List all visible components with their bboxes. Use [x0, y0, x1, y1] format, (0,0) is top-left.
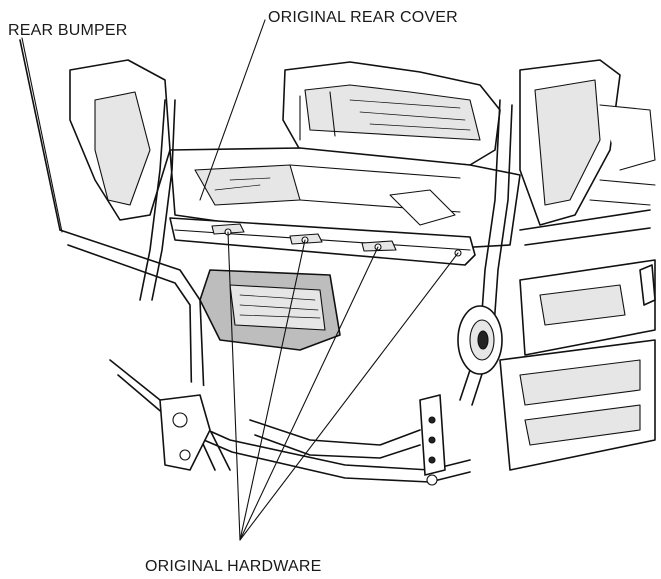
- original-hardware-label: ORIGINAL HARDWARE: [145, 558, 322, 575]
- chassis-frame: [499, 179, 656, 471]
- leader-lines: [21, 19, 459, 541]
- lower-linkage: [159, 394, 446, 486]
- cab-structure: [69, 59, 656, 226]
- original-rear-cover-label: ORIGINAL REAR COVER: [268, 9, 458, 26]
- rear-cover-panel: [169, 217, 476, 266]
- exhaust-assembly: [199, 269, 503, 375]
- rear-bumper-label: REAR BUMPER: [8, 22, 128, 39]
